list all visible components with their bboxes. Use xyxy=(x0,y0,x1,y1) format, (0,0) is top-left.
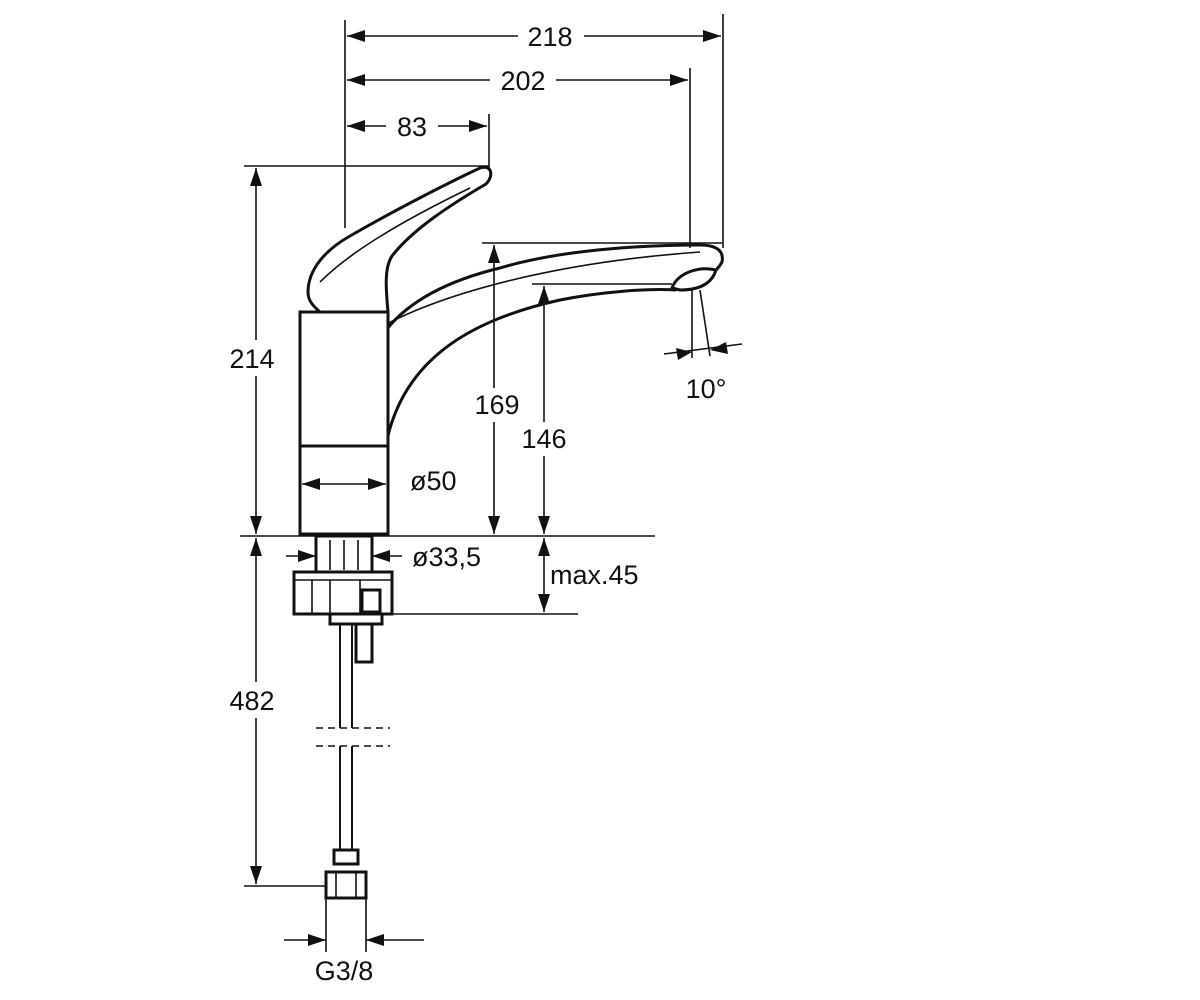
dim-outlet-angle: 10° xyxy=(686,374,727,404)
aerator-outlet xyxy=(670,267,718,292)
faucet-body xyxy=(298,310,390,536)
nut-slot xyxy=(360,588,382,614)
dim-body-diameter: ø50 xyxy=(410,466,457,496)
dim-spout-reach: 202 xyxy=(500,66,545,96)
dim-shank-diameter: ø33,5 xyxy=(412,542,481,572)
hose-ferrule xyxy=(332,848,360,866)
dim-max-deck-thickness: max.45 xyxy=(550,560,639,590)
dim-outlet-height: 146 xyxy=(521,424,566,454)
lever-detail xyxy=(319,187,471,283)
dimension-labels: 218 202 83 214 169 146 ø50 ø33,5 max.45 … xyxy=(222,18,726,986)
fixing-stud xyxy=(354,622,374,664)
hose-end-nut xyxy=(324,870,368,900)
dim-overall-height: 214 xyxy=(229,344,274,374)
dim-spout-height: 169 xyxy=(474,390,519,420)
spout xyxy=(383,243,724,451)
dim-lever-reach: 83 xyxy=(397,112,427,142)
spout-highlight xyxy=(371,251,701,333)
dim-overall-width: 218 xyxy=(527,22,572,52)
dim-hose-length: 482 xyxy=(229,686,274,716)
faucet-outline xyxy=(292,165,724,900)
extension-lines xyxy=(240,14,724,952)
dim-connection-thread: G3/8 xyxy=(315,956,374,986)
